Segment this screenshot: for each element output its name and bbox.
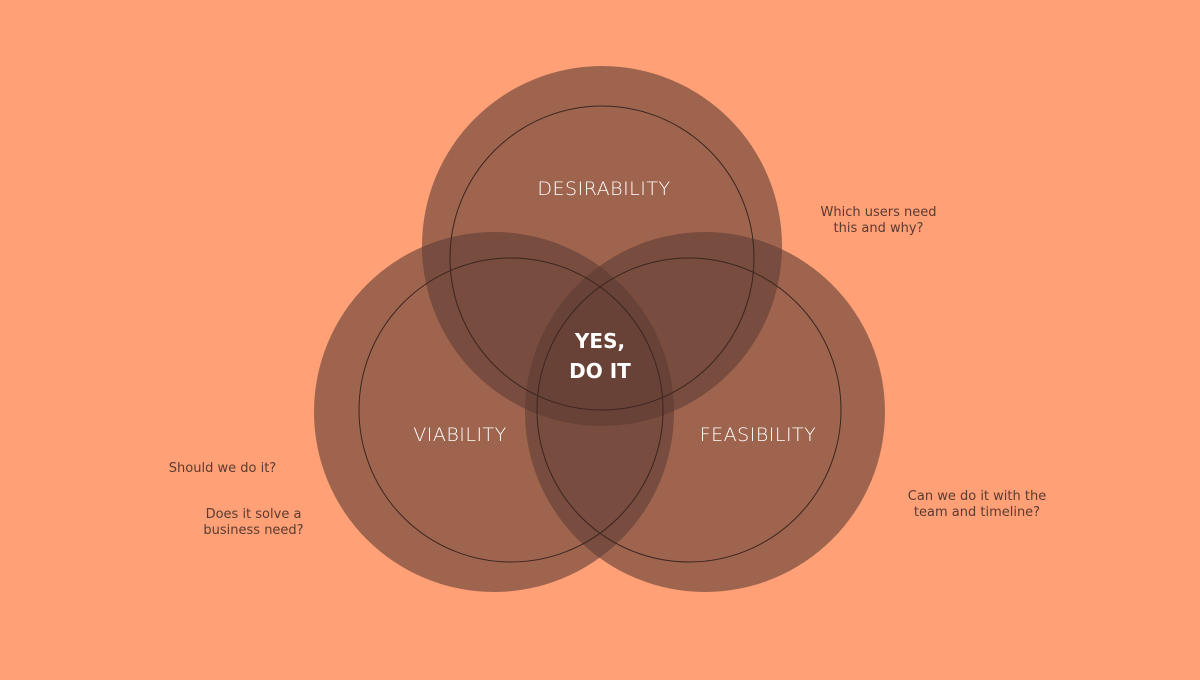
viability-label: VIABILITY xyxy=(413,424,507,446)
feasibility-circle xyxy=(525,232,885,592)
viability-note-question-text: Should we do it? xyxy=(168,461,277,476)
feasibility-note: Can we do it with the team and timeline? xyxy=(887,489,1067,521)
viability-note-business: Does it solve a business need? xyxy=(181,507,326,539)
viability-note-business-line1: Does it solve a xyxy=(205,507,302,522)
feasibility-note-line2: team and timeline? xyxy=(913,505,1041,520)
center-label-line1: YES, xyxy=(574,329,625,353)
desirability-inner-ring xyxy=(449,105,755,411)
desirability-note-line2: this and why? xyxy=(833,221,924,236)
feasibility-inner-ring xyxy=(536,257,842,563)
desirability-note-line1: Which users need xyxy=(820,205,937,220)
center-label-line2: DO IT xyxy=(569,359,631,383)
feasibility-note-line1: Can we do it with the xyxy=(907,489,1047,504)
feasibility-label: FEASIBILITY xyxy=(700,424,817,446)
desirability-label: DESIRABILITY xyxy=(537,178,670,200)
viability-note-question: Should we do it? xyxy=(150,461,295,477)
viability-inner-ring xyxy=(358,257,664,563)
desirability-note: Which users need this and why? xyxy=(806,205,951,237)
viability-note-business-line2: business need? xyxy=(203,523,304,538)
